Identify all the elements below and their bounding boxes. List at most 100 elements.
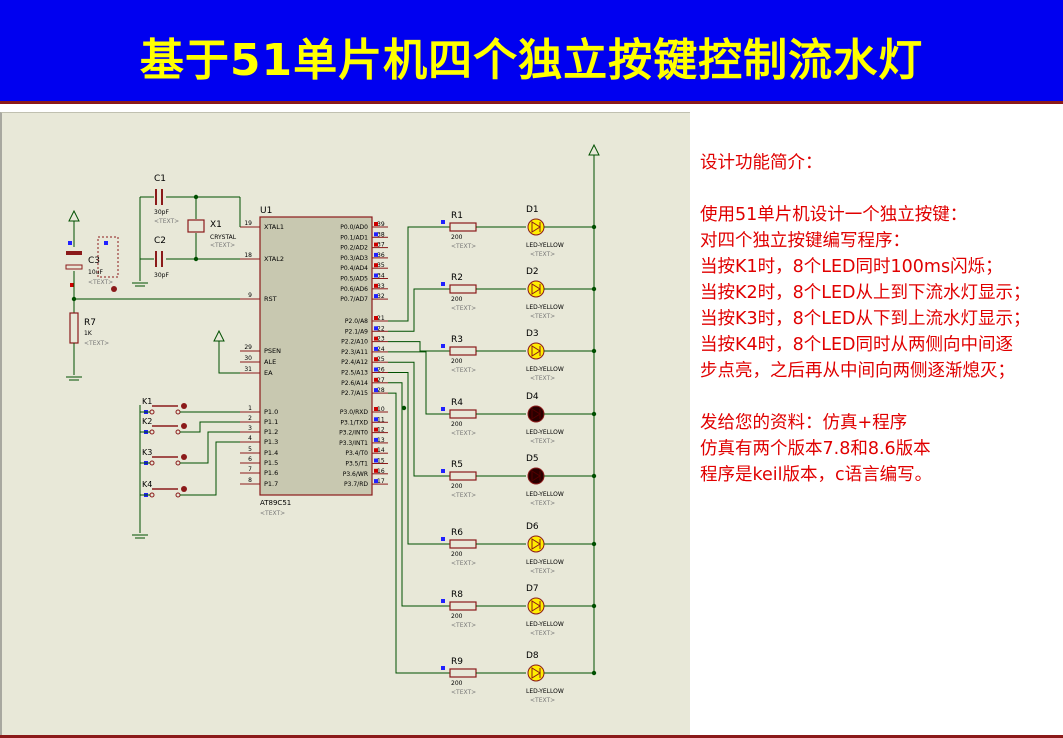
junction-dot (591, 224, 597, 230)
pin-marker (374, 388, 378, 393)
pin-marker (441, 537, 445, 541)
mcu-pin-label: P3.6/WR (343, 471, 368, 478)
description-heading: 设计功能简介： (700, 153, 823, 173)
mcu-pin-number: 35 (377, 262, 385, 269)
mcu-pin-label: P2.1/A9 (345, 328, 368, 335)
resistor-value: 200 (451, 358, 463, 365)
pin-marker (441, 469, 445, 473)
mcu-pin-number: 17 (377, 478, 385, 485)
pin-marker (441, 599, 445, 603)
mcu-pin-number: 34 (377, 273, 385, 280)
mcu-pin-number: 8 (248, 477, 252, 484)
description-panel: 设计功能简介： 使用51单片机设计一个独立按键： 对四个独立按键编写程序： 当按… (700, 150, 1063, 488)
mcu-pin-number: 9 (248, 292, 252, 299)
led-diode-symbol (531, 600, 541, 612)
key-contact (149, 460, 155, 466)
key-contact (149, 409, 155, 415)
key-ref: K1 (142, 397, 152, 406)
resistor-ref: R8 (451, 590, 463, 600)
mcu-pin-label: P2.4/A12 (341, 359, 368, 366)
resistor-value: 200 (451, 296, 463, 303)
mcu-pin-number: 3 (248, 425, 252, 432)
title-banner: 基于51单片机四个独立按键控制流水灯 (0, 0, 1063, 104)
led-text-tag: <TEXT> (530, 697, 555, 704)
description-line: 当按K4时，8个LED同时从两侧向中间逐 (700, 335, 1014, 355)
mcu-body (259, 216, 373, 496)
junction-dot (591, 286, 597, 292)
key-indicator (181, 403, 187, 409)
resistor-body (69, 312, 79, 344)
pin-marker (70, 283, 74, 287)
mcu-pin-number: 30 (244, 355, 252, 362)
resistor-ref: R4 (451, 398, 463, 408)
pin-marker (374, 222, 378, 226)
junction-dot (193, 256, 199, 262)
capacitor-plate (65, 264, 83, 270)
led-diode-symbol (531, 538, 541, 550)
mcu-pin-label: ALE (264, 358, 276, 366)
resistor-text-tag: <TEXT> (451, 560, 476, 567)
pin-marker (374, 427, 378, 432)
wire (388, 361, 450, 477)
mcu-pin-number: 16 (377, 468, 385, 475)
key-indicator (181, 454, 187, 460)
led-text-tag: <TEXT> (530, 630, 555, 637)
wire (180, 431, 240, 464)
mcu-pin-number: 6 (248, 456, 252, 463)
key-contact (175, 429, 181, 435)
wire (218, 341, 240, 374)
mcu-pin-label: P0.2/AD2 (340, 245, 368, 252)
wire (388, 372, 450, 545)
pin-marker (374, 242, 378, 247)
crystal-text-tag: <TEXT> (210, 242, 235, 249)
mcu-pin-number: 33 (377, 283, 385, 290)
mcu-pin-label: P0.5/AD5 (340, 276, 368, 283)
pin-marker (441, 344, 445, 348)
wire (388, 351, 450, 415)
junction-dot (591, 348, 597, 354)
junction-dot (401, 405, 407, 411)
resistor-text-tag: <TEXT> (451, 243, 476, 250)
resistor-body (449, 409, 477, 419)
wire (388, 341, 450, 352)
led-value: LED-YELLOW (526, 559, 564, 566)
pin-marker (374, 407, 378, 411)
resistor-value: 200 (451, 613, 463, 620)
mcu-pin-label: P1.2 (264, 428, 278, 436)
mcu-pin-label: P0.6/AD6 (340, 286, 368, 293)
cap-ref: C3 (88, 256, 100, 266)
pin-marker (374, 252, 378, 257)
pin-marker (374, 316, 378, 320)
resistor-text-tag: <TEXT> (84, 340, 109, 347)
description-line: 对四个独立按键编写程序： (700, 231, 910, 251)
mcu-pin-number: 4 (248, 435, 252, 442)
mcu-pin-number: 5 (248, 446, 252, 453)
mcu-pin-number: 14 (377, 447, 385, 454)
led-on (527, 664, 545, 682)
key-indicator (181, 423, 187, 429)
led-text-tag: <TEXT> (530, 251, 555, 258)
mcu-pin-number: 32 (377, 293, 385, 300)
cap-ref: C2 (154, 236, 166, 246)
mcu-pin-label: P3.3/INT1 (339, 440, 368, 447)
led-value: LED-YELLOW (526, 621, 564, 628)
bottom-divider (0, 735, 1063, 738)
description-line: 当按K3时，8个LED从下到上流水灯显示； (700, 309, 1031, 329)
resistor-value: 200 (451, 483, 463, 490)
led-text-tag: <TEXT> (530, 375, 555, 382)
pin-marker (374, 417, 378, 422)
mcu-pin-number: 39 (377, 221, 385, 228)
junction-dot (591, 670, 597, 676)
description-line: 当按K1时，8个LED同时100ms闪烁； (700, 257, 1003, 277)
description-line: 使用51单片机设计一个独立按键： (700, 205, 968, 225)
mcu-pin-number: 1 (248, 405, 252, 412)
led-value: LED-YELLOW (526, 491, 564, 498)
resistor-ref: R7 (84, 318, 96, 328)
pin-marker (374, 283, 378, 288)
led-diode-symbol (531, 470, 541, 482)
resistor-ref: R5 (451, 460, 463, 470)
pin-marker (374, 336, 378, 341)
cap-ref: C1 (154, 174, 166, 184)
mcu-pin-label: P0.1/AD1 (340, 234, 368, 241)
wire (388, 226, 450, 322)
